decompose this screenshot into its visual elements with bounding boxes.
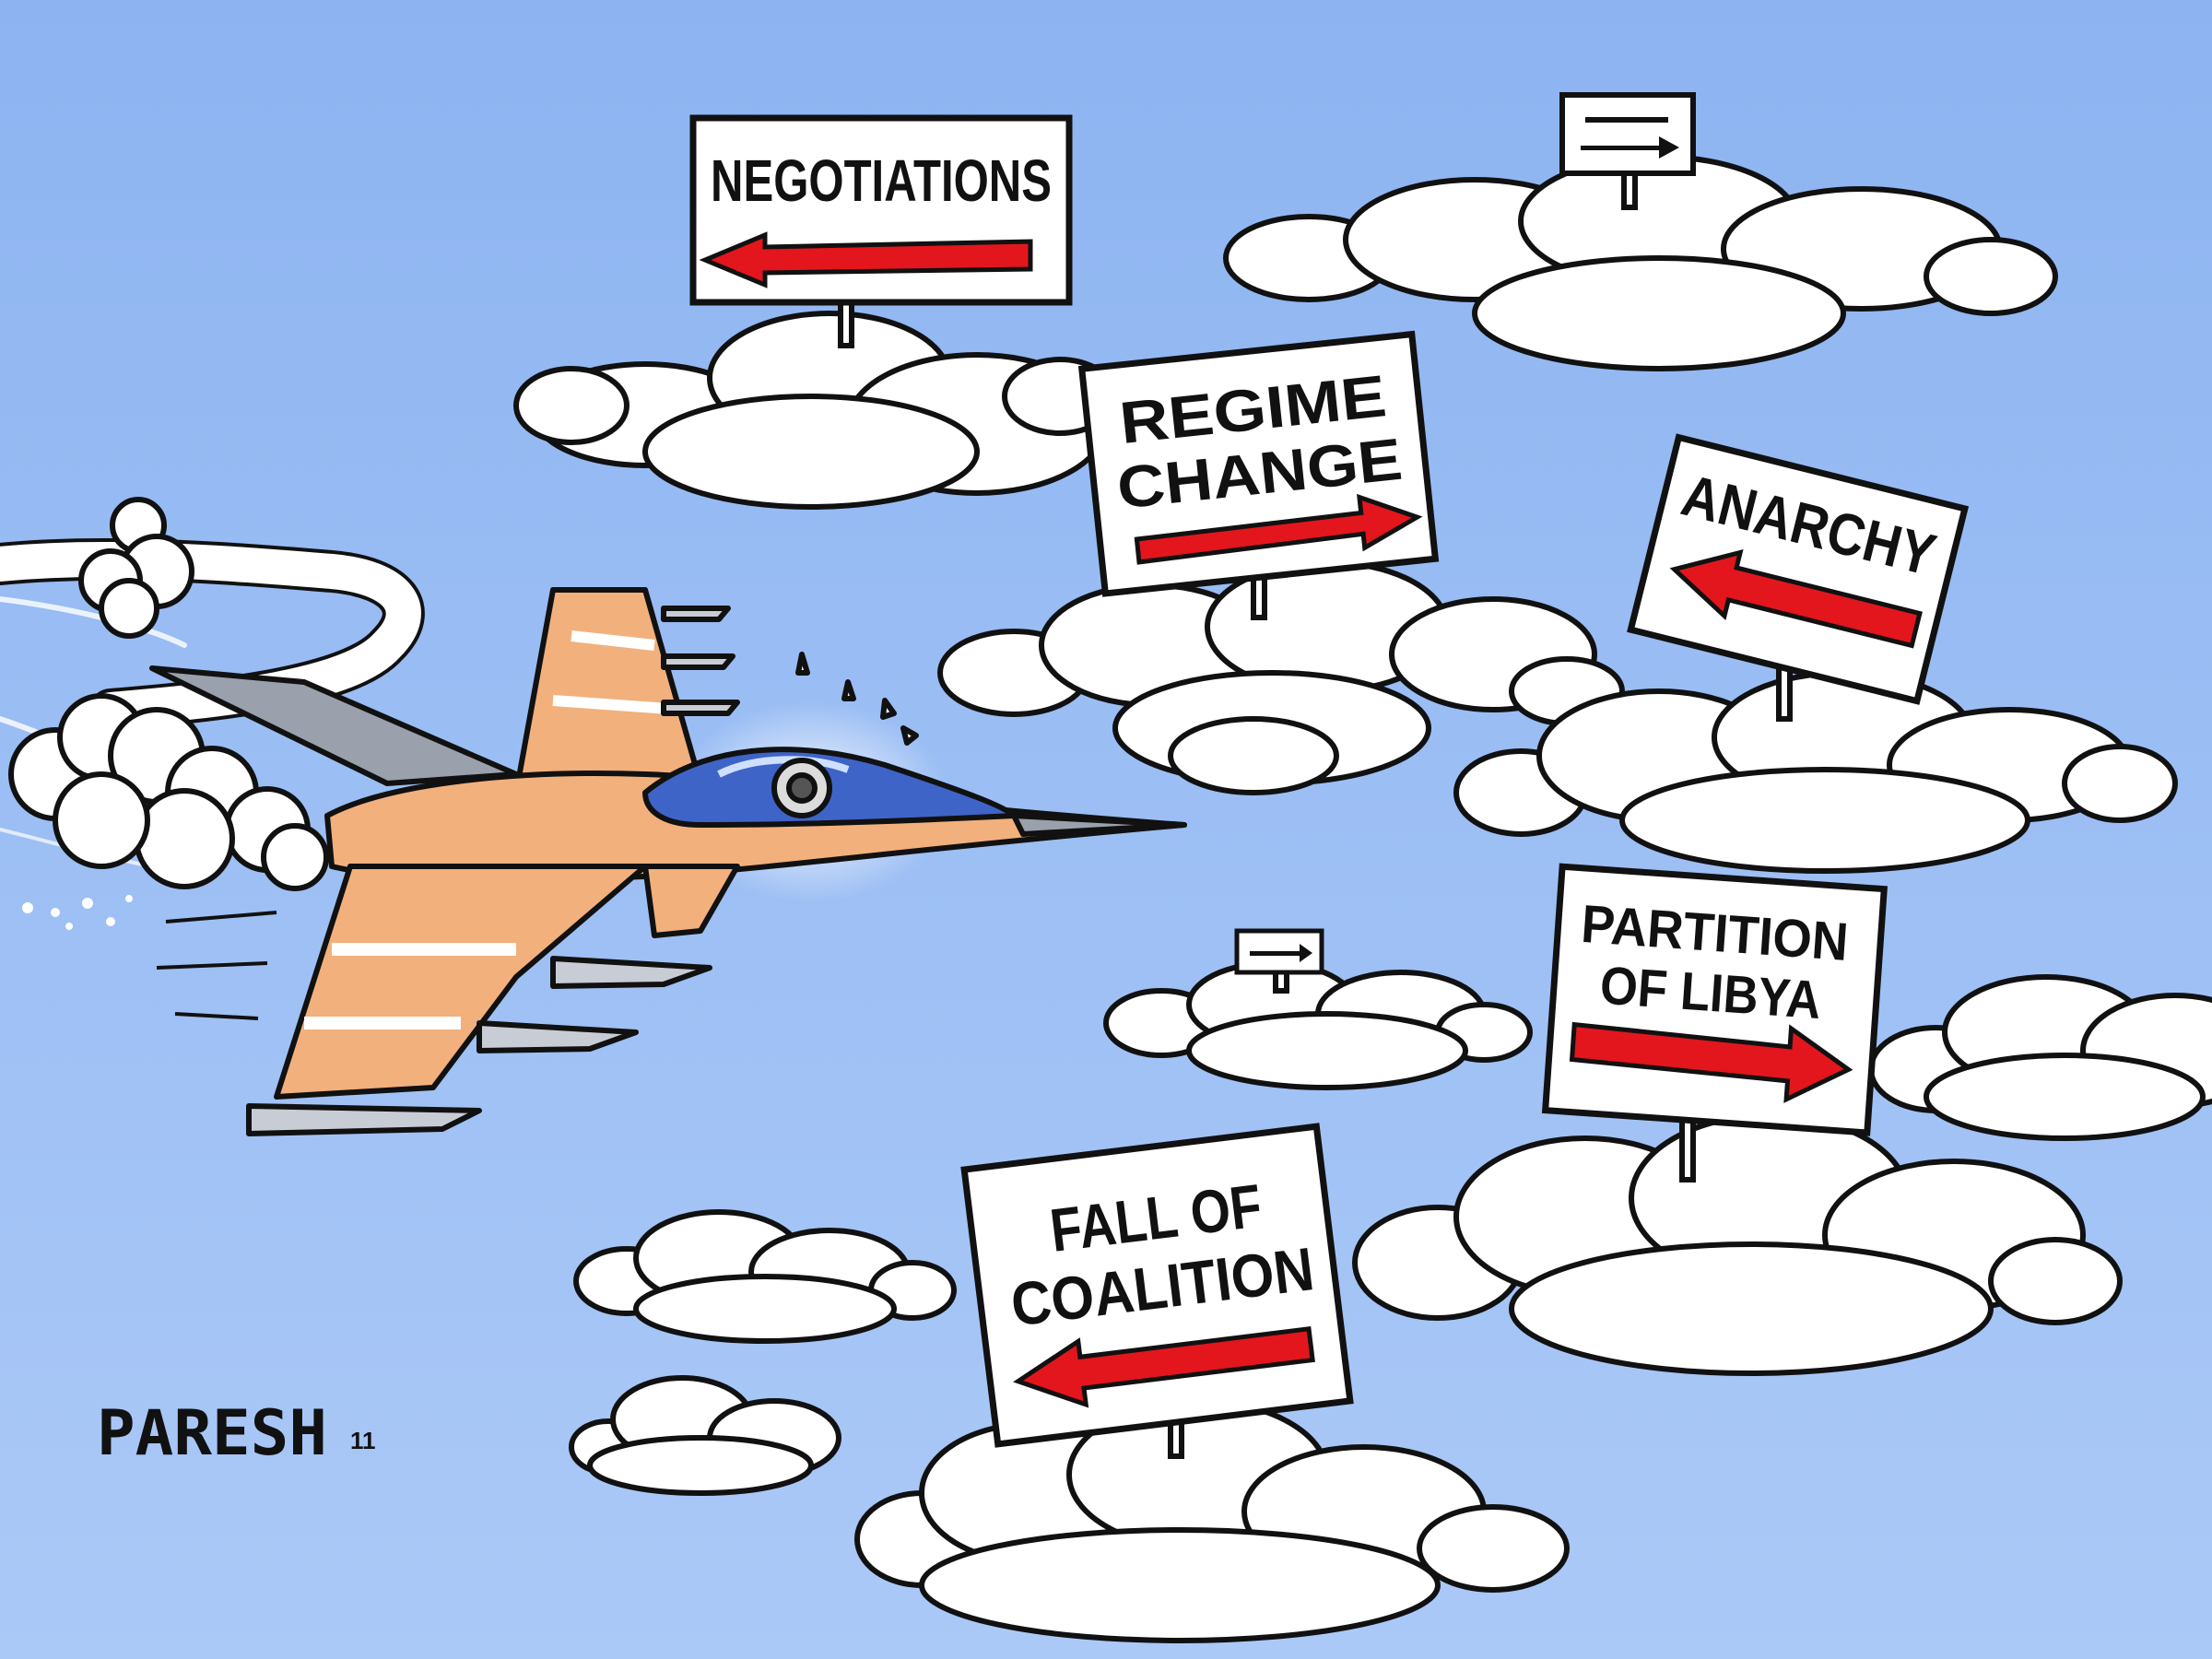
sparkle-dots (22, 895, 133, 930)
sign-top-small (1559, 92, 1696, 176)
sign-fall-of-coalition: FALL OF COALITION (960, 1123, 1354, 1448)
arrow-left-icon (1012, 1326, 1315, 1408)
smoke-cloud-icon (8, 693, 329, 891)
arrow-right-icon (1134, 493, 1423, 565)
sign-negotiations: NEGOTIATIONS (689, 114, 1073, 306)
cloud-icon (1352, 1112, 2123, 1376)
smoke-puff-icon (78, 497, 194, 639)
cloud-icon (1103, 960, 1533, 1090)
cloud-icon (573, 1209, 957, 1344)
sign-mid-small (1234, 928, 1324, 975)
sign-regime-change: REGIME CHANGE (1077, 330, 1440, 597)
cloud-icon (569, 1375, 841, 1496)
sign-partition-of-libya: PARTITION OF LIBYA (1541, 863, 1888, 1136)
fighter-jet-icon (149, 587, 1187, 1136)
artist-signature-year: 11 (350, 1427, 376, 1454)
sign-negotiations-label: NEGOTIATIONS (711, 147, 1052, 214)
cloud-icon (854, 1398, 1570, 1643)
arrow-left-icon (1669, 548, 1923, 649)
artist-signature: PARESH (97, 1397, 327, 1470)
arrow-right-icon (1569, 1021, 1853, 1103)
cloud-icon (1223, 154, 2058, 371)
arrow-right-icon (1250, 944, 1312, 962)
cloud-icon (513, 311, 1118, 510)
cloud-icon (1868, 974, 2212, 1141)
cloud-icon (937, 559, 1625, 795)
arrow-left-icon (699, 231, 1033, 288)
arrow-right-icon (1581, 136, 1679, 159)
sign-anarchy: ANARCHY (1627, 433, 1970, 705)
cloud-icon (1453, 670, 2178, 874)
